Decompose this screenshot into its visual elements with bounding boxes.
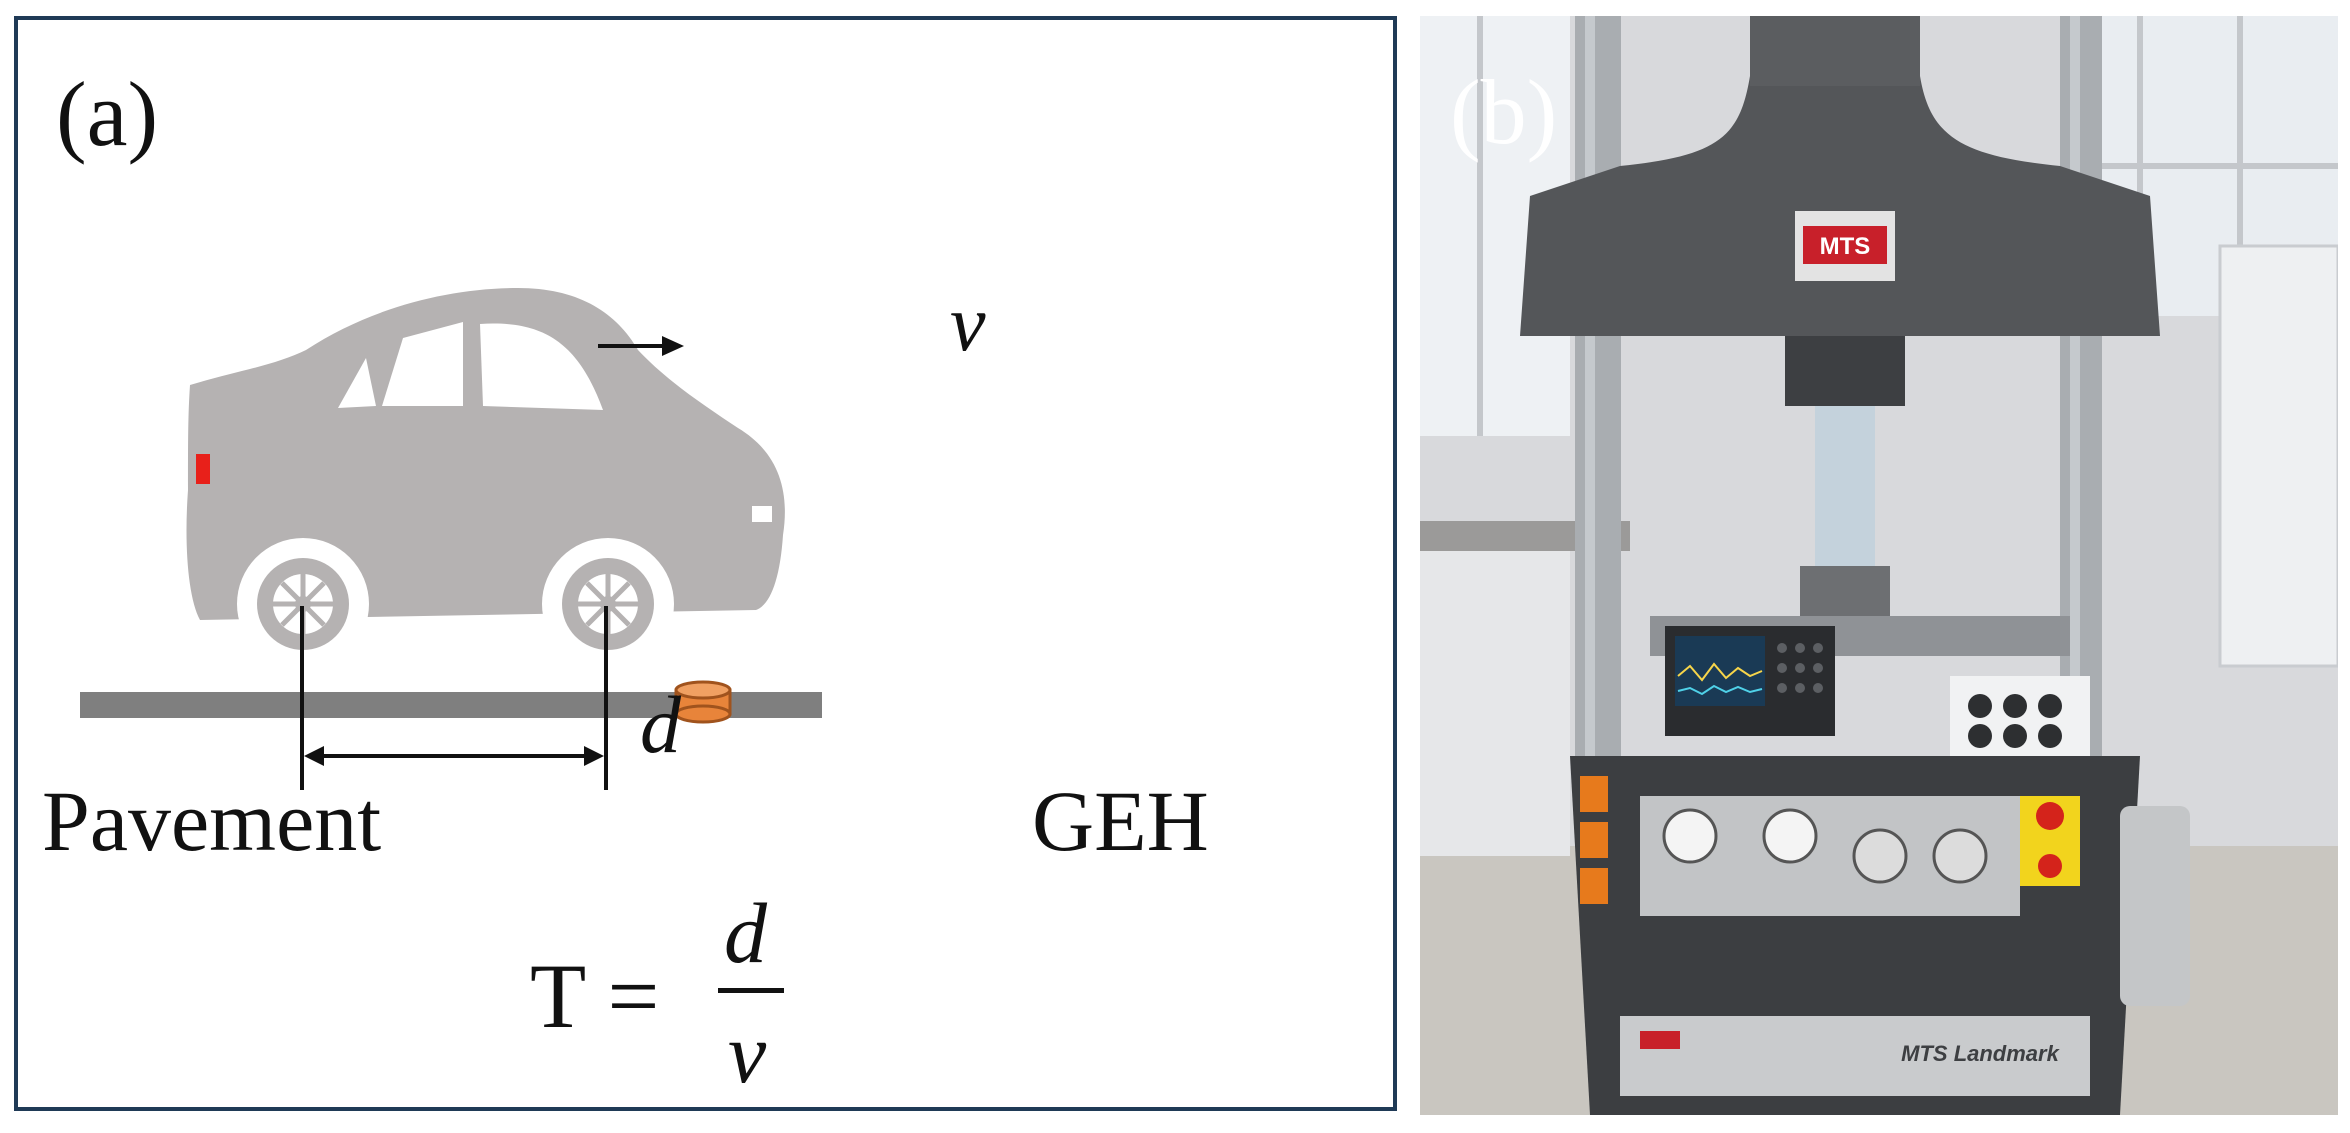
crosshead [1520,76,2160,336]
geh-sensor [674,680,732,724]
schematic-canvas [80,288,822,790]
handheld-controller [2120,806,2190,1006]
car-body [186,288,785,620]
oscilloscope [1665,626,1835,736]
equation-fraction-bar [718,988,784,993]
pavement-label: Pavement [42,773,382,869]
pressure-gauges [1662,808,1988,884]
front-window [480,323,603,410]
middle-window [382,322,463,406]
fixture-tray [1950,676,2090,766]
rear-wheel [237,538,369,670]
equation-denominator: v [728,1005,767,1101]
right-cabinet [2218,244,2338,668]
headlight [752,506,772,522]
car-silhouette [186,288,785,670]
equation-lhs: T = [530,945,660,1047]
left-column [1575,16,1621,816]
distance-symbol: d [640,679,681,770]
velocity-symbol: v [950,280,986,368]
panel-b-photo: MTS [1420,16,2338,1115]
geh-label: GEH [1032,773,1209,869]
mts-badge-text: MTS [1820,233,1871,260]
panel-a-schematic: (a) Pavement GEH d v T = d v [14,16,1397,1111]
tail-light [196,454,210,484]
lower-panel [1620,1016,2090,1096]
mts-machine-photo: MTS [1420,16,2338,1115]
distance-arrow [304,746,604,766]
rear-window [338,358,376,408]
emergency-stop [2020,796,2080,886]
front-wheel [542,538,674,670]
left-bench [1420,536,1570,856]
actuator [1785,336,1905,406]
panel-a-label: (a) [56,63,159,165]
machine-model-label: MTS Landmark [1901,1041,2060,1066]
velocity-arrow [598,336,684,356]
panel-b-label: (b) [1450,61,1558,163]
equation-numerator: d [724,885,767,981]
